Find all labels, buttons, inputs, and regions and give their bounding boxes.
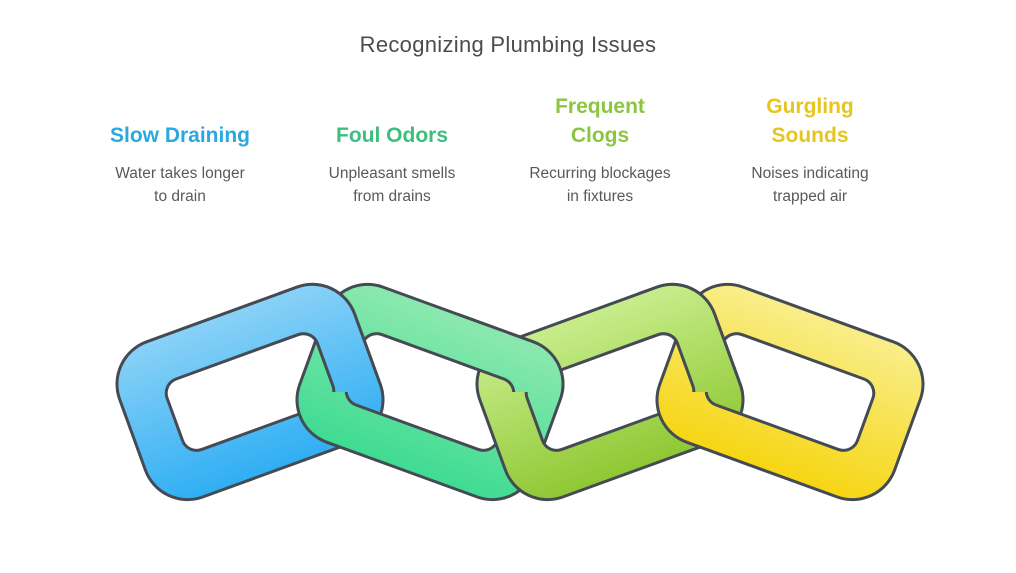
issue-column-foul-odors: Foul Odors Unpleasant smells from drains bbox=[292, 92, 492, 208]
issue-heading-line: Slow Draining bbox=[109, 124, 250, 147]
issue-heading-line: Gurgling bbox=[766, 95, 854, 118]
issue-heading: Frequent Clogs bbox=[500, 92, 700, 150]
issue-description: Unpleasant smells from drains bbox=[292, 163, 492, 208]
issue-description-line: from drains bbox=[353, 187, 431, 205]
issue-column-frequent-clogs: Frequent Clogs Recurring blockages in fi… bbox=[500, 92, 700, 208]
issue-heading-line: Frequent bbox=[555, 95, 645, 118]
issue-heading-line: Clogs bbox=[570, 124, 630, 147]
issue-heading: Foul Odors bbox=[292, 92, 492, 150]
issue-description: Water takes longer to drain bbox=[80, 163, 280, 208]
issue-description-line: Water takes longer bbox=[115, 165, 245, 182]
issue-heading-line: Sounds bbox=[771, 124, 849, 147]
issue-description-line: in fixtures bbox=[566, 187, 634, 205]
issue-column-slow-draining: Slow Draining Water takes longer to drai… bbox=[80, 92, 280, 208]
page-title: Recognizing Plumbing Issues bbox=[359, 32, 657, 57]
issue-description-line: trapped air bbox=[772, 187, 848, 205]
issue-description-line: Noises indicating bbox=[751, 165, 869, 182]
issue-description: Recurring blockages in fixtures bbox=[500, 163, 700, 208]
issue-column-gurgling-sounds: Gurgling Sounds Noises indicating trappe… bbox=[710, 92, 910, 208]
issue-heading: Gurgling Sounds bbox=[710, 92, 910, 150]
issue-heading-line: Foul Odors bbox=[336, 124, 448, 147]
issue-heading: Slow Draining bbox=[80, 92, 280, 150]
issue-description: Noises indicating trapped air bbox=[710, 163, 910, 208]
issue-description-line: Unpleasant smells bbox=[328, 165, 456, 182]
issue-description-line: Recurring blockages bbox=[529, 165, 671, 182]
issue-description-line: to drain bbox=[154, 187, 206, 205]
